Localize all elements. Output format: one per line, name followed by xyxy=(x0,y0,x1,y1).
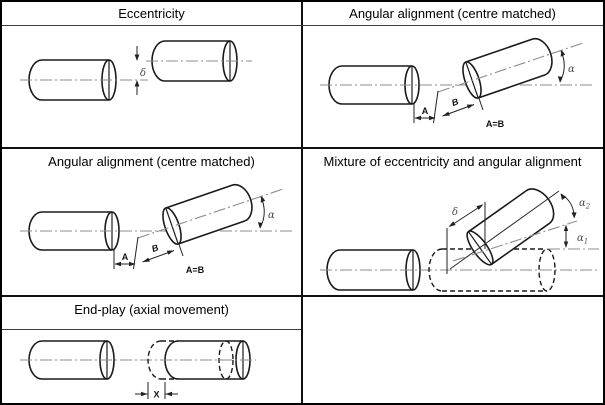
arc-arrowhead-icon xyxy=(557,76,563,83)
title-underline-row3 xyxy=(2,329,301,330)
left-cylinder xyxy=(326,249,421,291)
dimension-alpha2: α2 xyxy=(560,193,591,219)
cell-title-endplay: End-play (axial movement) xyxy=(74,302,229,317)
diagram-mixture: δ α2 α1 xyxy=(320,188,599,292)
tilted-reference-centerline xyxy=(452,220,578,262)
tilted-cylinder xyxy=(466,188,555,266)
dimension-alpha: α xyxy=(557,50,575,83)
alpha1-label: α1 xyxy=(577,233,588,246)
row-divider-2 xyxy=(2,295,603,297)
cell-title-angular-1: Angular alignment (centre matched) xyxy=(349,6,556,21)
arc-arrowhead-icon xyxy=(260,196,266,203)
delta-label: δ xyxy=(140,68,146,79)
b-label: B xyxy=(150,242,160,254)
cell-title-angular-2: Angular alignment (centre matched) xyxy=(48,154,255,169)
a-equals-b-label: A=B xyxy=(186,265,205,275)
alpha-label: α xyxy=(568,64,575,75)
tilted-cylinder xyxy=(162,183,253,245)
axis-line xyxy=(449,190,560,270)
cell-empty xyxy=(302,297,603,323)
column-divider xyxy=(301,2,303,403)
dimension-alpha: α xyxy=(257,196,275,229)
centerlines xyxy=(20,60,252,81)
alpha2-label: α2 xyxy=(579,198,591,211)
diagram-eccentricity: δ xyxy=(20,40,252,101)
tilted-cylinder xyxy=(462,37,553,99)
x-label: X xyxy=(153,390,159,400)
ghost-cylinder xyxy=(147,340,234,380)
tilted-centerline xyxy=(137,188,284,239)
dimension-a: A xyxy=(113,236,139,270)
left-cylinder xyxy=(28,211,120,251)
dimension-a: A xyxy=(413,90,439,124)
dimension-x: X xyxy=(135,382,178,400)
diagram-angular-2: α A B A=B xyxy=(20,183,294,275)
a-label: A xyxy=(422,106,429,116)
dimension-delta: δ xyxy=(134,46,146,95)
arc-arrowhead-icon xyxy=(257,222,263,229)
row-divider-1 xyxy=(2,147,603,149)
dimension-alpha1: α1 xyxy=(563,224,588,248)
title-underline-row1 xyxy=(2,25,603,26)
arc-arrowhead-icon xyxy=(560,50,566,57)
diagram-angular-1: α A B A=B xyxy=(320,37,594,129)
cell-title-eccentricity: Eccentricity xyxy=(118,6,185,21)
arrowhead-down-icon xyxy=(134,54,140,61)
left-cylinder xyxy=(28,59,117,101)
arrowhead-up-icon xyxy=(134,80,140,87)
dimension-b: B xyxy=(142,242,184,263)
tilted-centerline xyxy=(437,42,584,93)
cell-title-mixture: Mixture of eccentricity and angular alig… xyxy=(323,154,582,169)
a-label: A xyxy=(122,252,129,262)
delta-label: δ xyxy=(452,207,458,218)
diagram-endplay: X xyxy=(20,340,256,400)
b-label: B xyxy=(450,96,460,108)
dimension-delta: δ xyxy=(446,202,486,274)
alpha-label: α xyxy=(268,210,275,221)
a-equals-b-label: A=B xyxy=(486,119,505,129)
dimension-b: B xyxy=(442,96,484,117)
